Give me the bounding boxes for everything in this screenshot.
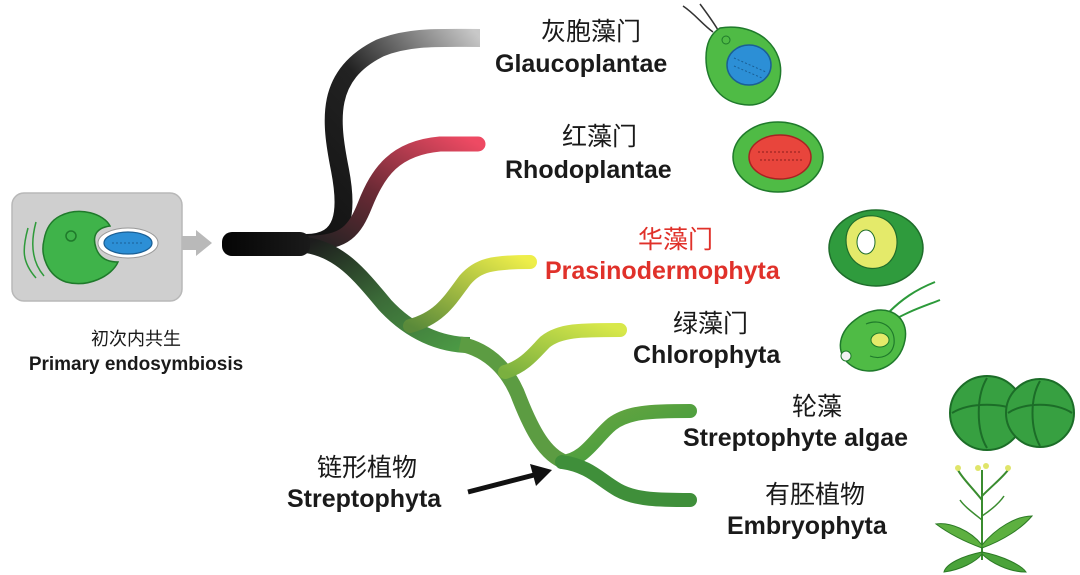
prasinoderma-cell-icon <box>828 209 924 287</box>
primary-endosymbiosis-cell-icon <box>11 192 212 302</box>
chlamydomonas-cell-icon <box>839 281 941 372</box>
branch-embryophyta <box>555 455 697 507</box>
branch-viridiplantae <box>304 237 471 353</box>
rhodoplantae-cn-label: 红藻门 <box>562 122 638 151</box>
streptophyta-en-label: Streptophyta <box>287 485 442 513</box>
glaucoplantae-cn-label: 灰胞藻门 <box>541 17 642 46</box>
streptophyta-cn-label: 链形植物 <box>317 453 418 482</box>
glaucoplantae-en-label: Glaucoplantae <box>495 50 668 78</box>
charophyte-cells-icon <box>949 375 1075 451</box>
chlorophyta-cn-label: 绿藻门 <box>673 309 749 338</box>
streptophyte-algae-en-label: Streptophyte algae <box>683 424 909 452</box>
trunk <box>222 232 310 256</box>
phylogeny-tree <box>222 28 697 507</box>
chlorophyta-en-label: Chlorophyta <box>633 341 781 369</box>
prasinodermophyta-cn-label: 华藻门 <box>638 225 714 254</box>
branch-chlorophyta-streptophyta <box>458 336 569 470</box>
primary-endosymbiosis-en-label: Primary endosymbiosis <box>28 354 244 375</box>
embryophyta-cn-label: 有胚植物 <box>765 480 866 509</box>
branch-chlorophyta <box>498 323 627 379</box>
red-alga-cell-icon <box>732 121 824 193</box>
streptophyte-algae-cn-label: 轮藻 <box>792 392 843 421</box>
branch-streptophyte-algae <box>555 404 697 469</box>
rhodoplantae-en-label: Rhodoplantae <box>505 156 672 184</box>
arabidopsis-plant-icon <box>934 463 1034 573</box>
embryophyta-en-label: Embryophyta <box>727 512 887 540</box>
prasinodermophyta-en-label: Prasinodermophyta <box>545 257 780 285</box>
branch-prasinodermophyta <box>403 255 537 333</box>
primary-endosymbiosis-cn-label: 初次内共生 <box>91 329 181 350</box>
arrow-icon <box>467 464 552 495</box>
branch-rhodoplantae <box>302 136 486 251</box>
glaucophyte-cell-icon <box>682 3 782 106</box>
branch-glaucoplantae <box>305 28 481 252</box>
